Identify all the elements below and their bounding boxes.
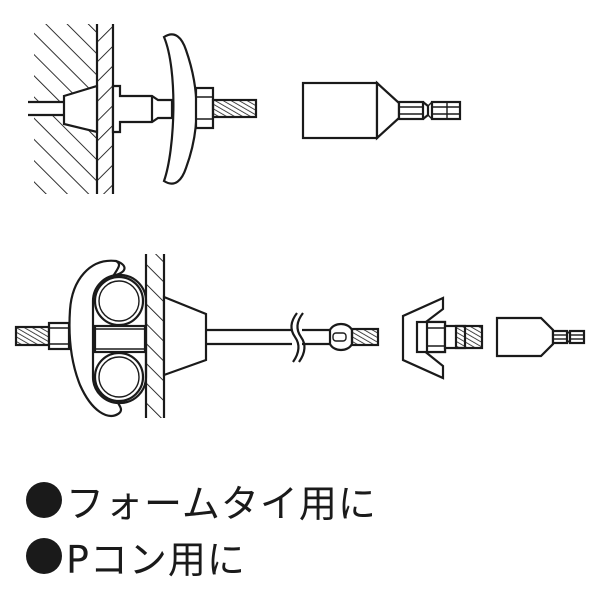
wing-holder <box>401 296 484 380</box>
curved-washer <box>162 33 198 185</box>
twin-pipes <box>91 273 148 405</box>
hex-nut-left <box>47 321 71 351</box>
socket-bit-large <box>301 80 462 141</box>
hex-shank-small <box>551 329 586 345</box>
legend-item-form-tie: フォームタイ用に <box>26 472 377 528</box>
separator-end <box>302 322 380 352</box>
hex-nut <box>194 86 215 130</box>
formwork-board <box>95 24 115 194</box>
form-tie-body <box>111 84 174 134</box>
bullet-icon <box>26 538 62 574</box>
formwork-board-2 <box>144 254 166 418</box>
threaded-bolt-left <box>14 325 51 347</box>
legend-item-p-con: Pコン用に <box>26 528 377 584</box>
usage-diagram <box>14 24 586 418</box>
p-con-panel <box>14 254 380 418</box>
socket-bit-small <box>495 316 586 358</box>
threaded-bolt <box>211 98 258 119</box>
legend-label-form-tie: フォームタイ用に <box>66 481 377 526</box>
tie-rod <box>28 100 64 117</box>
p-cone <box>162 295 208 377</box>
break-mark <box>290 312 306 363</box>
hex-shank <box>397 100 462 121</box>
separator-rod <box>206 328 295 346</box>
cone <box>62 84 99 134</box>
bullet-icon <box>26 482 62 518</box>
legend: フォームタイ用に Pコン用に <box>26 472 377 584</box>
form-tie-panel <box>28 24 258 194</box>
legend-label-p-con: Pコン用に <box>66 537 246 582</box>
hex-bolt-head <box>415 320 447 354</box>
hex-bolt-shank <box>443 324 484 350</box>
